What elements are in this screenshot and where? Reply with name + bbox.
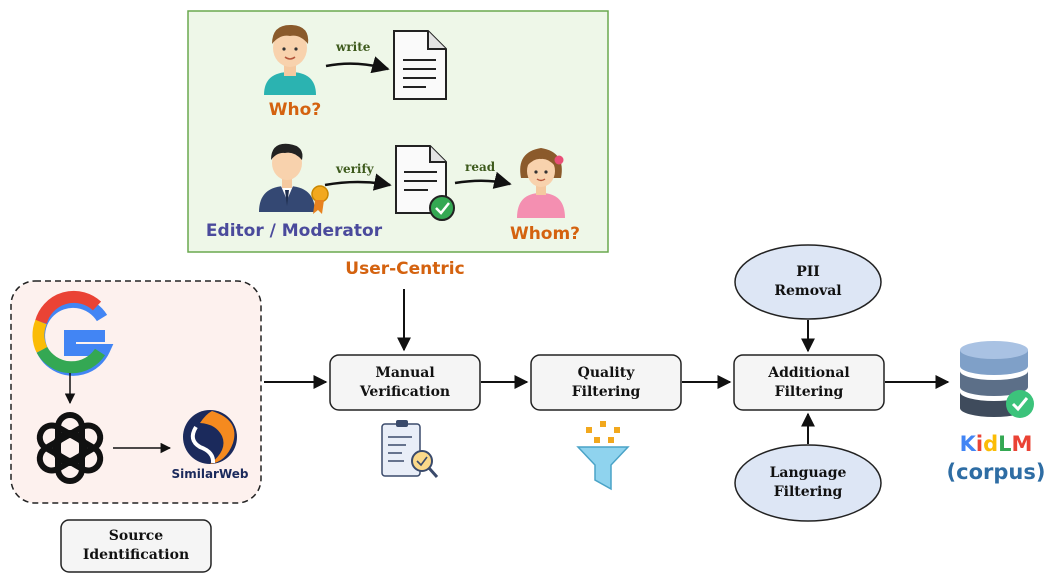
quality-filtering-box (530, 354, 682, 411)
similarweb-icon (183, 410, 237, 464)
whom-label: Whom? (509, 224, 581, 244)
openai-icon (36, 412, 104, 484)
editor-avatar-icon (259, 143, 329, 214)
source-identification-label: Source Identification (82, 528, 190, 563)
pii-removal-ellipse (734, 244, 882, 320)
funnel-filter-icon (576, 421, 630, 491)
editor-label: Editor / Moderator (205, 221, 383, 241)
kidlm-letter-l: L (998, 432, 1012, 456)
kidlm-title: KidLM (950, 432, 1042, 456)
kidlm-letter-d: d (983, 432, 999, 456)
manual-verification-label: Manual Verification (359, 364, 451, 400)
kidlm-letter-i: i (975, 432, 984, 456)
quality-filtering-label: Quality Filtering (571, 364, 641, 400)
kidlm-letter-m: M (1011, 432, 1033, 456)
verify-arrow (324, 173, 392, 191)
language-filtering-ellipse (734, 444, 882, 522)
additional-filtering-label: Additional Filtering (768, 364, 850, 400)
document-search-icon (381, 420, 439, 478)
similarweb-label: SimilarWeb (171, 467, 249, 481)
write-arrow (325, 56, 390, 74)
writer-avatar-icon (264, 24, 316, 95)
manual-verification-box (329, 354, 481, 411)
reader-avatar-icon (517, 148, 565, 218)
verify-label: verify (336, 162, 374, 176)
who-label: Who? (268, 100, 322, 120)
read-label: read (465, 160, 496, 174)
corpus-label: (corpus) (946, 460, 1046, 484)
kidlm-letter-k: K (959, 432, 976, 456)
user-centric-title: User-Centric (345, 259, 465, 279)
source-identification-box (60, 519, 212, 573)
document-icon (393, 30, 447, 100)
google-icon (32, 290, 114, 376)
write-label: write (336, 40, 371, 54)
pii-removal-label: PII Removal (774, 264, 842, 299)
verified-document-icon (395, 145, 455, 221)
read-arrow (454, 171, 512, 189)
database-check-icon (960, 341, 1034, 418)
language-filtering-label: Language Filtering (769, 465, 847, 500)
additional-filtering-box (733, 354, 885, 411)
